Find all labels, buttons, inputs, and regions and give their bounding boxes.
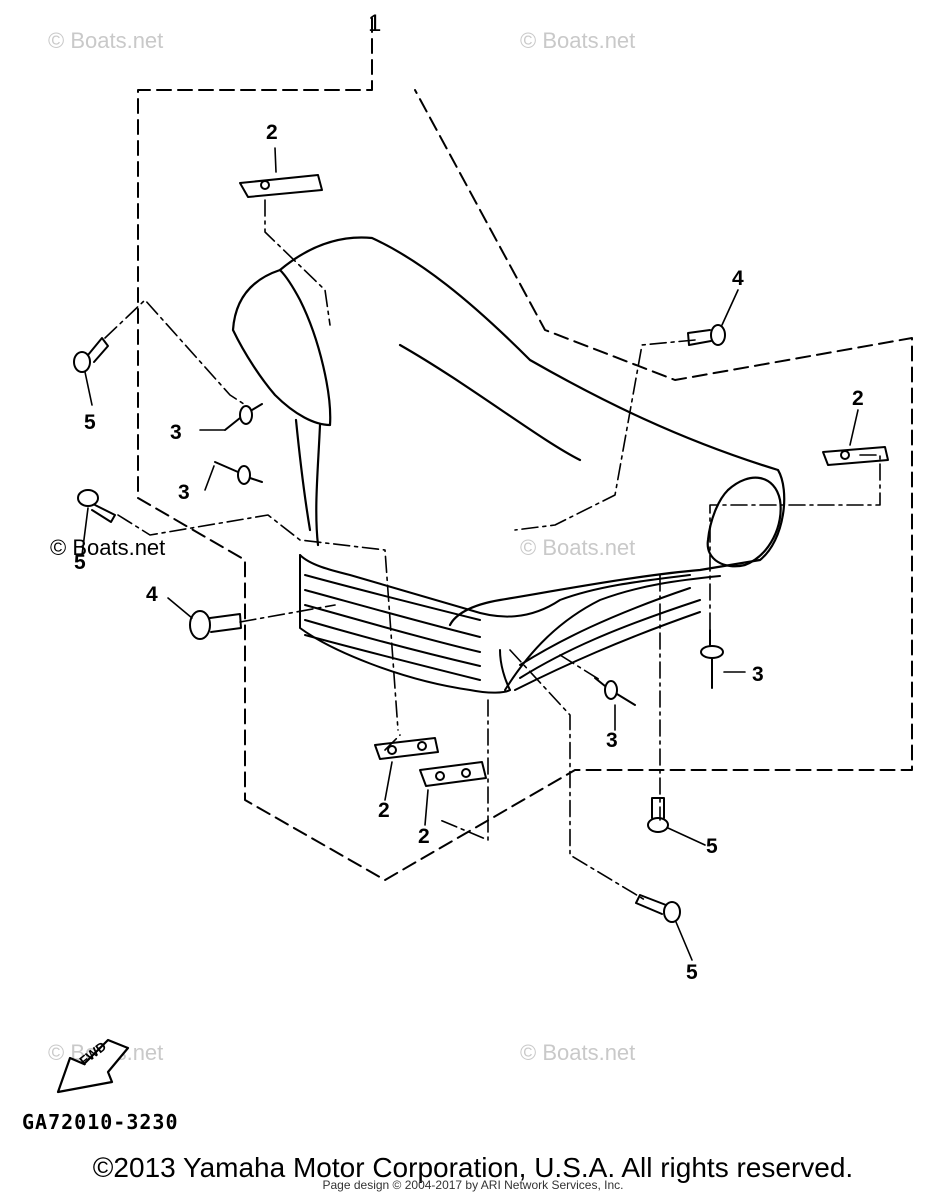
callout-3: 3: [170, 421, 182, 444]
rivet: [700, 629, 724, 689]
bolt: [647, 797, 669, 833]
screw: [687, 324, 726, 346]
watermark: © Boats.net: [50, 535, 166, 560]
callout-5: 5: [74, 551, 86, 574]
callout-5: 5: [686, 961, 698, 984]
watermark: © Boats.net: [520, 535, 636, 560]
callout-5: 5: [84, 411, 96, 434]
bracket-plate: [374, 737, 439, 760]
bolt: [635, 894, 681, 923]
diagram-code: GA72010-3230: [22, 1110, 179, 1134]
watermark: © Boats.net: [520, 28, 636, 53]
rivet: [224, 403, 263, 431]
rivet: [594, 677, 636, 706]
callout-3: 3: [606, 729, 618, 752]
callout-2: 2: [852, 387, 864, 410]
bracket-plate: [419, 761, 487, 787]
callout-4: 4: [732, 267, 744, 290]
callout-3: 3: [752, 663, 764, 686]
bracket-plate: [239, 174, 323, 198]
bolt: [77, 489, 116, 523]
screw: [189, 610, 242, 640]
rivet: [214, 461, 263, 485]
callout-2: 2: [378, 799, 390, 822]
callout-4: 4: [146, 583, 158, 606]
watermark: © Boats.net: [520, 1040, 636, 1065]
callout-3: 3: [178, 481, 190, 504]
watermark: © Boats.net: [48, 28, 164, 53]
cowling-body: [231, 236, 786, 627]
callout-2: 2: [418, 825, 430, 848]
grille-bezel: [299, 554, 721, 694]
copyright-notice: ©2013 Yamaha Motor Corporation, U.S.A. A…: [92, 1152, 854, 1183]
assembly-boundary: [137, 17, 913, 881]
bracket-plate: [822, 446, 889, 466]
bolt: [73, 337, 109, 373]
callout-2: 2: [266, 121, 278, 144]
callout-leaders: [81, 147, 859, 961]
page-design-credit: Page design © 2004-2017 by ARI Network S…: [322, 1178, 624, 1192]
callout-1: 1: [368, 10, 382, 37]
fwd-arrow-icon: [56, 1038, 130, 1094]
leader-lines: [104, 199, 881, 901]
callout-5: 5: [706, 835, 718, 858]
